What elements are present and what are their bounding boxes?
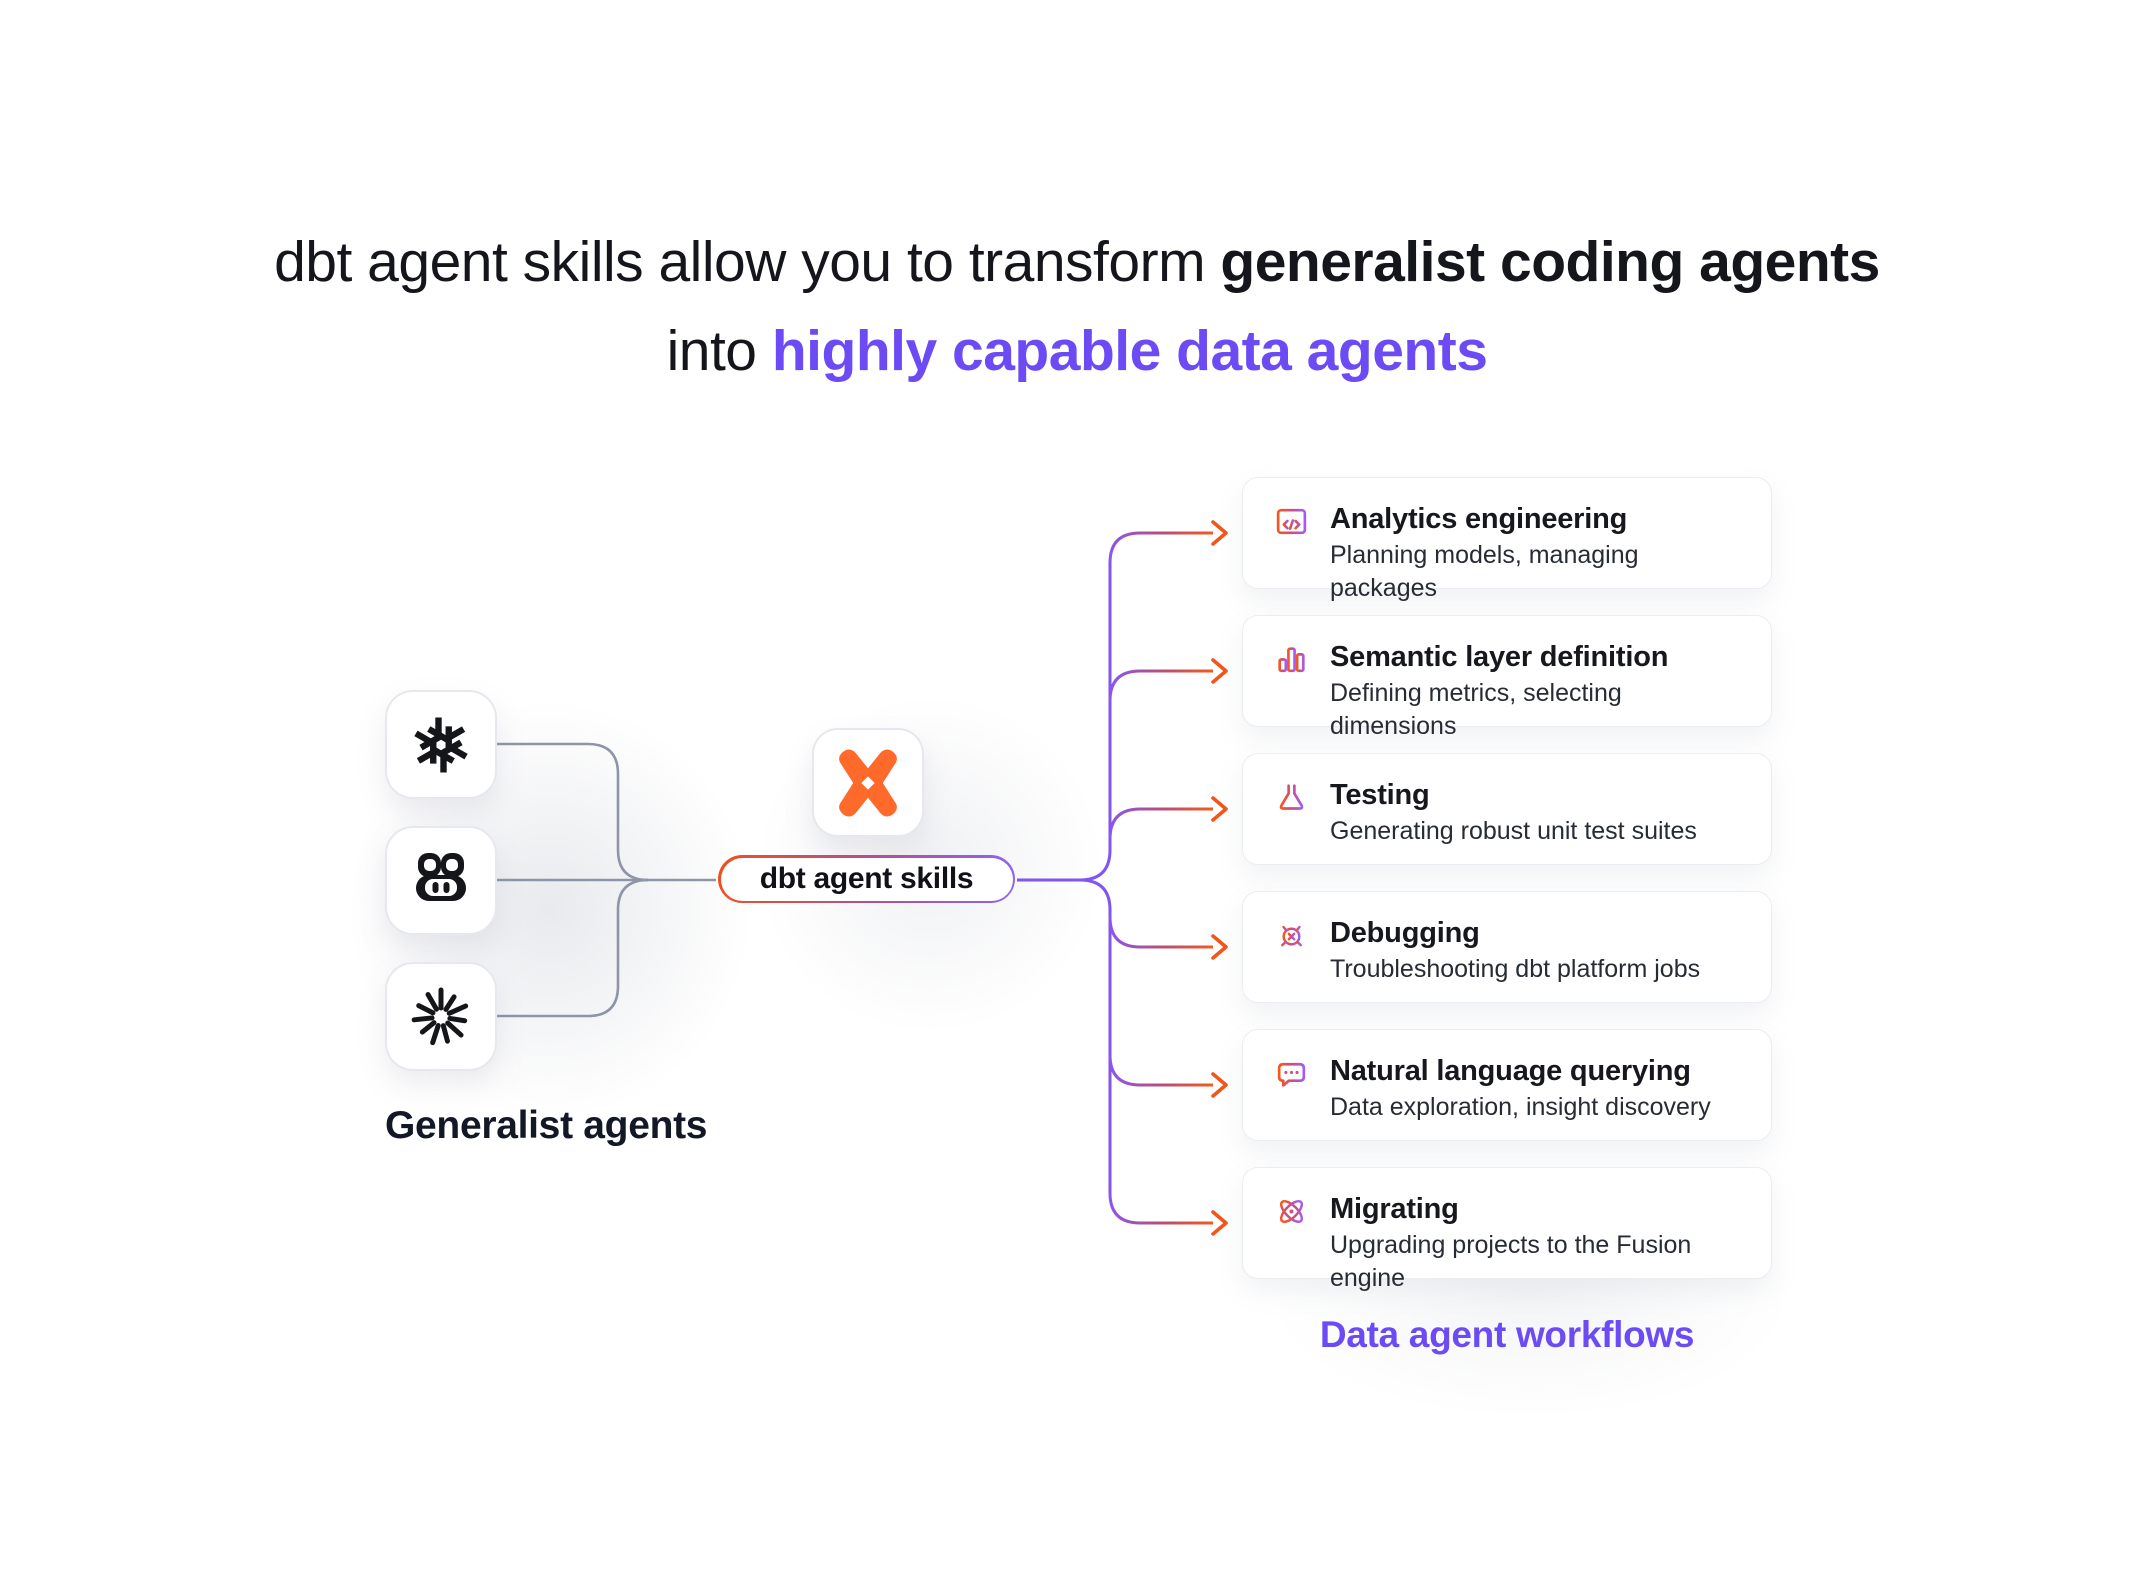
card-subtitle: Planning models, managing packages xyxy=(1330,541,1639,602)
arrow-icon xyxy=(1211,658,1228,684)
github-copilot-icon xyxy=(416,852,466,901)
title-line2-accent: highly capable data agents xyxy=(771,319,1488,383)
card-migrating: Migrating Upgrading projects to the Fusi… xyxy=(1242,1167,1772,1292)
dbt-agent-skills-pill: dbt agent skills xyxy=(718,855,1015,903)
arrow-icon xyxy=(1211,1072,1228,1098)
chat-dots-icon xyxy=(1277,1062,1306,1087)
openai-icon xyxy=(414,717,468,772)
agent-tile-openai xyxy=(385,690,497,799)
generalist-agents-label: Generalist agents xyxy=(385,1104,708,1147)
card-title: Analytics engineering xyxy=(1330,503,1628,535)
card-title: Testing xyxy=(1330,779,1430,811)
card-semantic-layer-definition: Semantic layer definition Defining metri… xyxy=(1242,615,1772,740)
spine-down xyxy=(1079,878,1112,1193)
claude-icon xyxy=(411,987,469,1045)
card-subtitle: Troubleshooting dbt platform jobs xyxy=(1330,955,1701,983)
arrow-icon xyxy=(1211,796,1228,822)
card-title: Debugging xyxy=(1330,917,1480,949)
bug-icon xyxy=(1278,925,1305,947)
code-window-icon xyxy=(1276,508,1307,535)
agent-tile-claude xyxy=(385,962,497,1071)
flask-icon xyxy=(1279,784,1304,810)
dbt-agent-skills-label: dbt agent skills xyxy=(720,857,1013,901)
branch-nlq xyxy=(1108,1054,1213,1087)
card-subtitle: Defining metrics, selecting dimensions xyxy=(1330,679,1622,740)
agent-tile-github-copilot xyxy=(385,826,497,935)
card-title: Migrating xyxy=(1330,1193,1459,1225)
branch-analytics xyxy=(1108,531,1213,564)
arrow-icon xyxy=(1211,520,1228,546)
title-line2-regular: into xyxy=(666,319,772,383)
title-line1-regular: dbt agent skills allow you to transform xyxy=(274,230,1221,294)
dbt-icon xyxy=(839,749,897,816)
branch-testing xyxy=(1108,807,1213,840)
page-title: dbt agent skills allow you to transform … xyxy=(0,218,2154,396)
spine-up xyxy=(1079,563,1112,882)
bar-chart-icon xyxy=(1278,647,1305,673)
branch-migrating xyxy=(1108,1192,1213,1225)
connector-claude xyxy=(497,878,649,1018)
card-analytics-engineering: Analytics engineering Planning models, m… xyxy=(1242,477,1772,602)
card-title: Semantic layer definition xyxy=(1330,641,1669,673)
card-subtitle: Generating robust unit test suites xyxy=(1330,817,1697,845)
arrow-icon xyxy=(1211,934,1228,960)
card-natural-language-querying: Natural language querying Data explorati… xyxy=(1242,1029,1772,1141)
connector-openai xyxy=(497,742,649,882)
card-subtitle: Upgrading projects to the Fusion engine xyxy=(1330,1231,1692,1292)
arrow-icon xyxy=(1211,1210,1228,1236)
branch-semantic xyxy=(1108,669,1213,702)
card-title: Natural language querying xyxy=(1330,1055,1691,1087)
card-debugging: Debugging Troubleshooting dbt platform j… xyxy=(1242,891,1772,1003)
card-testing: Testing Generating robust unit test suit… xyxy=(1242,753,1772,865)
atom-icon xyxy=(1279,1199,1304,1224)
title-line1-bold: generalist coding agents xyxy=(1220,230,1880,294)
card-subtitle: Data exploration, insight discovery xyxy=(1330,1093,1711,1121)
branch-debugging xyxy=(1108,916,1213,949)
data-agent-workflows-label: Data agent workflows xyxy=(1319,1314,1695,1355)
dbt-logo-tile xyxy=(812,728,924,837)
